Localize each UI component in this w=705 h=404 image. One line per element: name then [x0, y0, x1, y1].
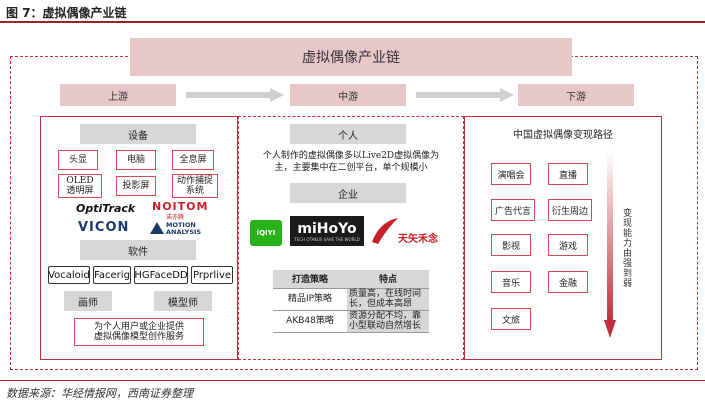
noitom-logo: NOITOM	[152, 200, 209, 213]
role-modeler: 模型师	[154, 291, 212, 311]
equipment-item: OLED 透明屏	[58, 174, 102, 198]
monetization-path: 演唱会	[491, 163, 531, 185]
monetization-path: 直播	[548, 163, 588, 185]
table-cell: 质量高，在线时间长，但成本高昂	[347, 288, 429, 311]
monetization-path: 影视	[491, 234, 531, 256]
table-header: 打造策略	[273, 270, 347, 289]
equipment-item: 投影屏	[116, 176, 156, 196]
table-header: 特点	[347, 270, 429, 289]
stage-downstream: 下游	[518, 84, 634, 106]
upstream-column	[40, 116, 238, 360]
table-row: 精品IP策略 质量高，在线时间长，但成本高昂	[273, 288, 429, 311]
software-item: HGFaceDD	[134, 266, 188, 284]
vicon-logo: VICON	[78, 220, 130, 235]
strength-gradient-arrow	[604, 150, 616, 338]
stage-arrow-1	[186, 88, 284, 102]
main-title: 虚拟偶像产业链	[130, 38, 572, 76]
tianyi-swoosh-icon	[372, 218, 398, 244]
equipment-item: 动作捕捉 系统	[172, 174, 218, 198]
mihoyo-tagline: TECH OTAKUS SAVE THE WORLD	[294, 236, 360, 242]
midstream-column	[238, 116, 464, 360]
stage-arrow-2	[416, 88, 514, 102]
bottom-rule	[0, 380, 705, 381]
monetization-header: 中国虚拟偶像变现路径	[513, 130, 613, 141]
monetization-path: 文旅	[491, 308, 531, 330]
table-cell: 资源分配不均，靠小型联动自然增长	[347, 310, 429, 333]
individual-header: 个人	[290, 124, 406, 144]
stage-midstream: 中游	[290, 84, 406, 106]
motion-analysis-icon	[150, 222, 164, 234]
software-item: Facerig	[93, 266, 131, 284]
service-note: 为个人用户或企业提供 虚拟偶像模型创作服务	[74, 318, 204, 346]
table-cell: AKB48策略	[273, 310, 347, 333]
table-row: AKB48策略 资源分配不均，靠小型联动自然增长	[273, 310, 429, 333]
role-painter: 画师	[64, 291, 112, 311]
top-rule	[0, 21, 705, 23]
equipment-item: 全息屏	[172, 150, 214, 170]
source-note: 数据来源：华经情报网，西南证券整理	[6, 387, 193, 400]
monetization-path: 金融	[548, 271, 588, 293]
equipment-item: 头显	[58, 150, 98, 170]
iqiyi-logo: iQIYI	[250, 220, 282, 246]
noitom-subtitle: 诺亦腾	[166, 214, 185, 221]
monetization-path: 音乐	[491, 271, 531, 293]
monetization-path: 游戏	[548, 234, 588, 256]
mihoyo-logo: miHoYo	[297, 220, 357, 237]
software-item: Prprlive	[191, 266, 233, 284]
software-header: 软件	[80, 240, 196, 260]
tianyi-logo: 天矢禾念	[398, 234, 438, 245]
individual-description: 个人制作的虚拟偶像多以Live2D虚拟偶像为主，主要集中在二创平台，单个规模小	[262, 151, 440, 174]
equipment-item: 电脑	[116, 150, 156, 170]
strategy-table: 打造策略 特点 精品IP策略 质量高，在线时间长，但成本高昂 AKB48策略 资…	[273, 270, 429, 333]
monetization-path: 广告代言	[491, 199, 535, 221]
mihoyo-logo-box: miHoYo TECH OTAKUS SAVE THE WORLD	[290, 216, 364, 246]
figure-title: 图 7：虚拟偶像产业链	[6, 6, 127, 20]
strength-label: 变现能力由强到弱	[621, 208, 631, 288]
equipment-header: 设备	[80, 124, 196, 144]
enterprise-header: 企业	[290, 183, 406, 203]
software-item: Vocaloid	[48, 266, 90, 284]
optitrack-logo: OptiTrack	[76, 202, 136, 215]
table-cell: 精品IP策略	[273, 288, 347, 311]
motion-analysis-logo: MOTION ANALYSIS	[166, 221, 202, 236]
stage-upstream: 上游	[60, 84, 176, 106]
monetization-path: 衍生周边	[548, 199, 592, 221]
downstream-column	[464, 116, 662, 360]
